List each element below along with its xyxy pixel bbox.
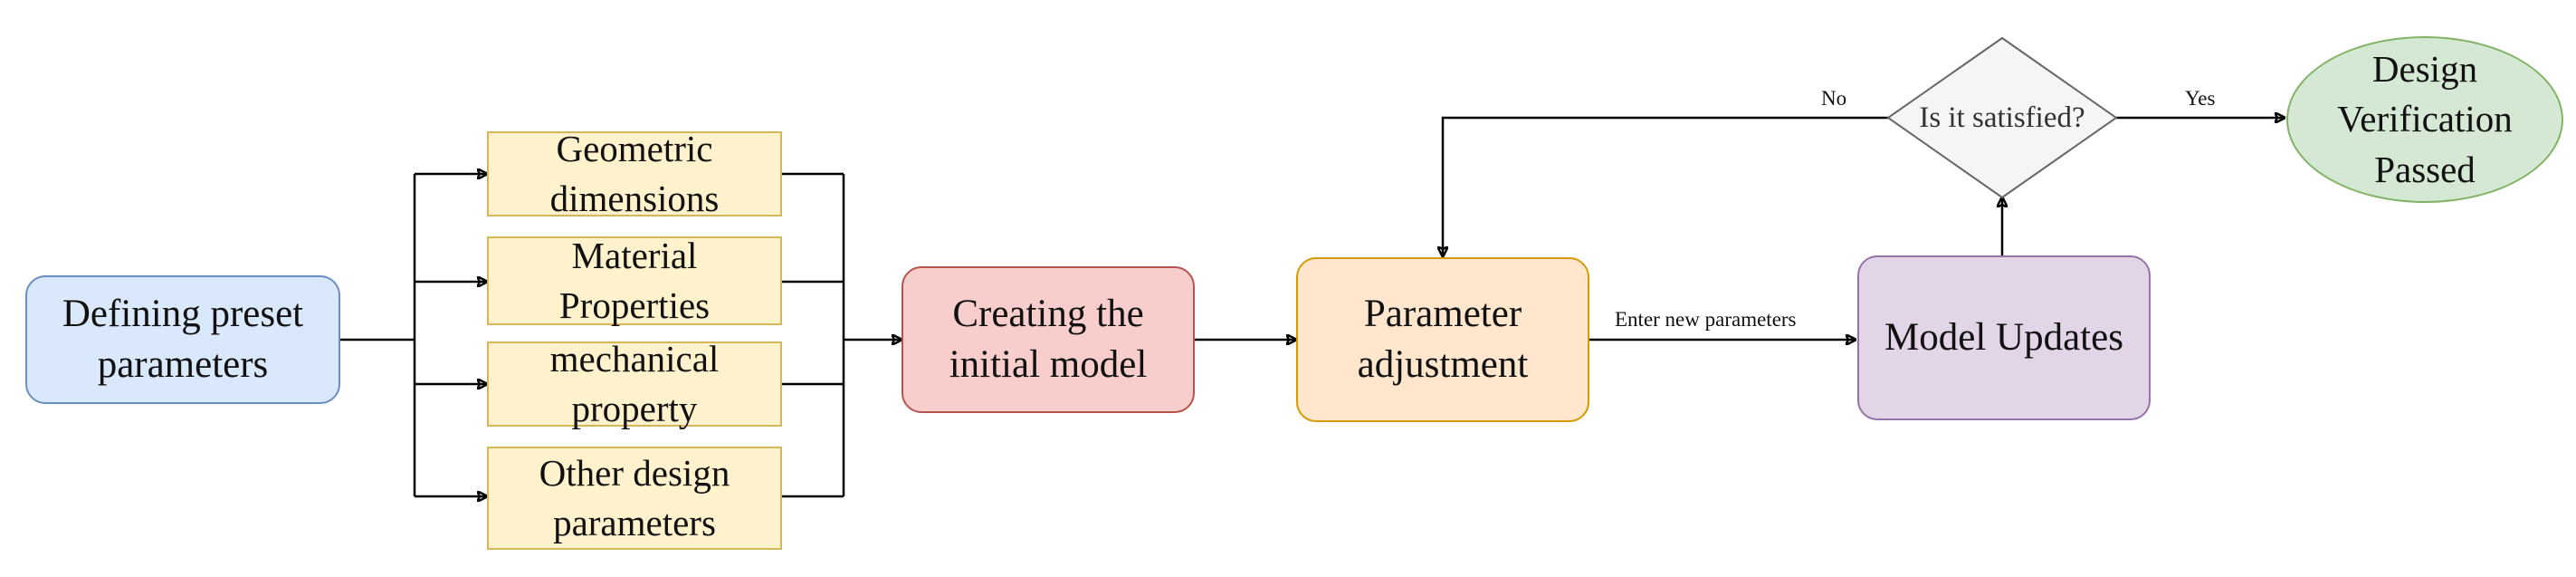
defining-preset-parameters-box: Defining preset parameters — [25, 275, 340, 404]
design-verification-passed-ellipse: Design Verification Passed — [2286, 36, 2563, 203]
defining-line-2: parameters — [97, 343, 269, 386]
adjustment-line-2: adjustment — [1357, 343, 1529, 386]
other-line-1: Other design — [539, 451, 730, 494]
other-line-2: parameters — [553, 502, 716, 543]
material-line-1: Material — [571, 234, 698, 276]
edge-decision-no-to-adjustment — [1443, 116, 1888, 256]
passed-line-3: Passed — [2374, 148, 2476, 190]
other-design-parameters-box: Other design parameters — [487, 447, 782, 550]
geometric-dimensions-box: Geometric dimensions — [487, 128, 782, 219]
creating-line-1: Creating the — [952, 293, 1144, 336]
yes-label: Yes — [2185, 87, 2216, 110]
passed-line-2: Verification — [2337, 98, 2513, 140]
enter-new-parameters-label: Enter new parameters — [1615, 308, 1797, 331]
geometric-line-2: dimensions — [549, 178, 720, 219]
model-updates-box: Model Updates — [1857, 255, 2151, 420]
mechanical-line-2: property — [571, 388, 698, 429]
defining-line-1: Defining preset — [62, 293, 304, 336]
parameter-adjustment-box: Parameter adjustment — [1296, 257, 1589, 422]
geometric-line-1: Geometric — [556, 127, 713, 169]
mechanical-property-box: mechanical property — [487, 338, 782, 429]
decision-label: Is it satisfied? — [1919, 101, 2085, 134]
mechanical-line-1: mechanical — [549, 337, 720, 380]
model-updates-label: Model Updates — [1884, 316, 2123, 360]
creating-line-2: initial model — [949, 343, 1148, 386]
creating-initial-model-box: Creating the initial model — [902, 266, 1195, 413]
material-properties-box: Material Properties — [487, 235, 782, 326]
material-line-2: Properties — [558, 284, 711, 326]
passed-line-1: Design — [2371, 47, 2478, 90]
decision-diamond — [1886, 36, 2118, 199]
adjustment-line-1: Parameter — [1363, 293, 1522, 336]
no-label: No — [1821, 87, 1847, 110]
